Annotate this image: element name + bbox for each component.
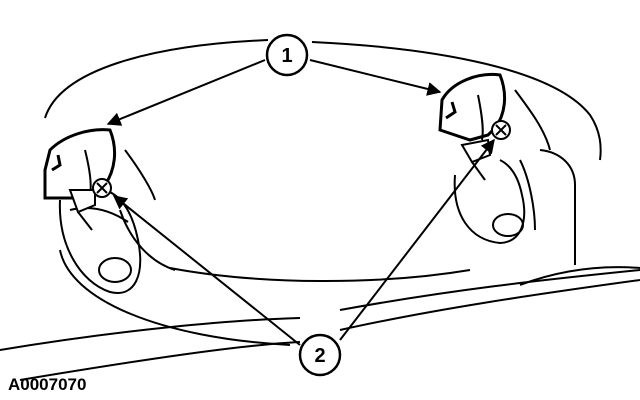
callout-2: 2 bbox=[298, 333, 342, 377]
figure-reference-code: A0007070 bbox=[8, 375, 86, 394]
left-screw bbox=[92, 178, 112, 198]
callout-1-leaders bbox=[106, 59, 442, 126]
headliner-outline bbox=[0, 39, 640, 381]
callout-1: 1 bbox=[265, 33, 309, 77]
right-screw bbox=[491, 120, 511, 140]
callout-2-label: 2 bbox=[314, 345, 325, 367]
callout-1-label: 1 bbox=[281, 45, 292, 67]
callout-2-leaders bbox=[112, 138, 495, 346]
right-visor-clip bbox=[453, 89, 576, 265]
